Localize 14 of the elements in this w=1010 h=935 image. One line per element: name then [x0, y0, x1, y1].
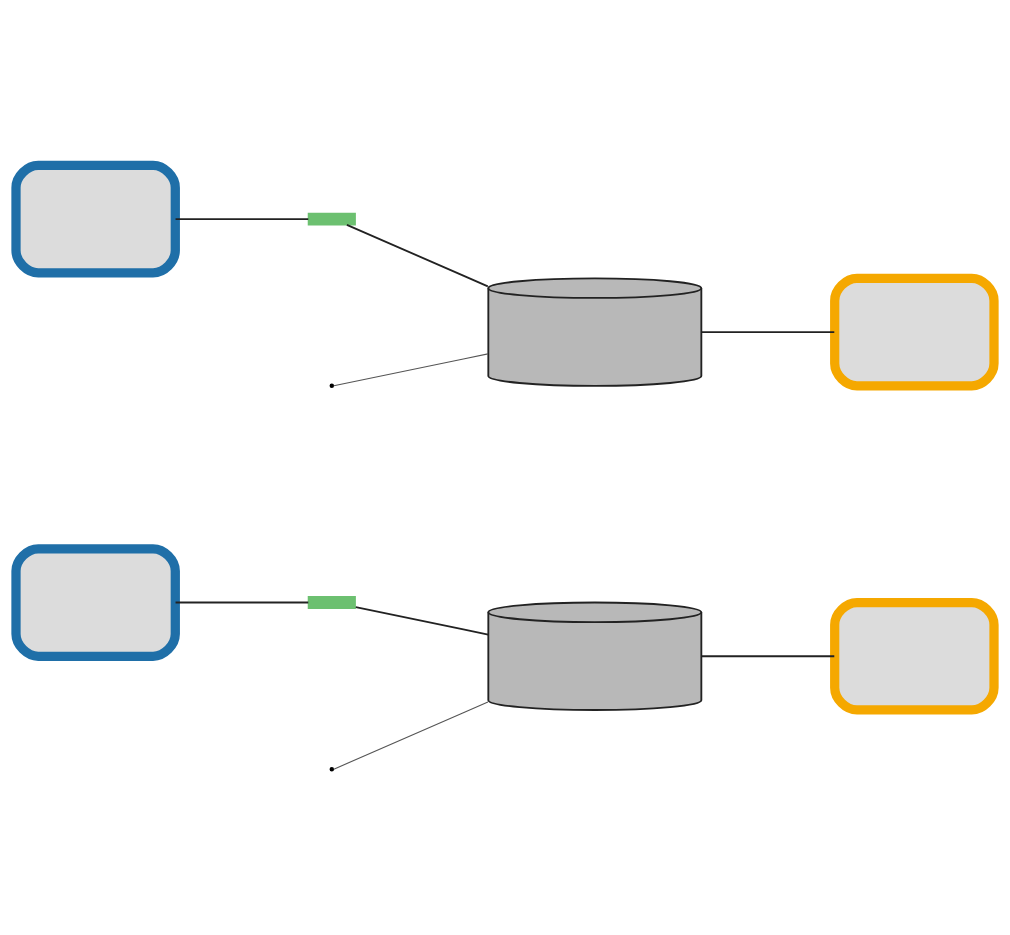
connector — [700, 330, 836, 333]
connector — [354, 605, 490, 635]
node-computer — [830, 273, 999, 390]
node-computer — [830, 597, 999, 715]
connector — [174, 217, 310, 220]
connector — [333, 352, 489, 386]
node-computer — [11, 543, 180, 661]
connector — [333, 701, 489, 770]
node-bar — [307, 595, 356, 609]
node-computer — [11, 160, 180, 277]
connector — [174, 601, 310, 603]
connector — [700, 654, 836, 657]
connector — [345, 223, 489, 287]
node-bar — [307, 212, 356, 226]
